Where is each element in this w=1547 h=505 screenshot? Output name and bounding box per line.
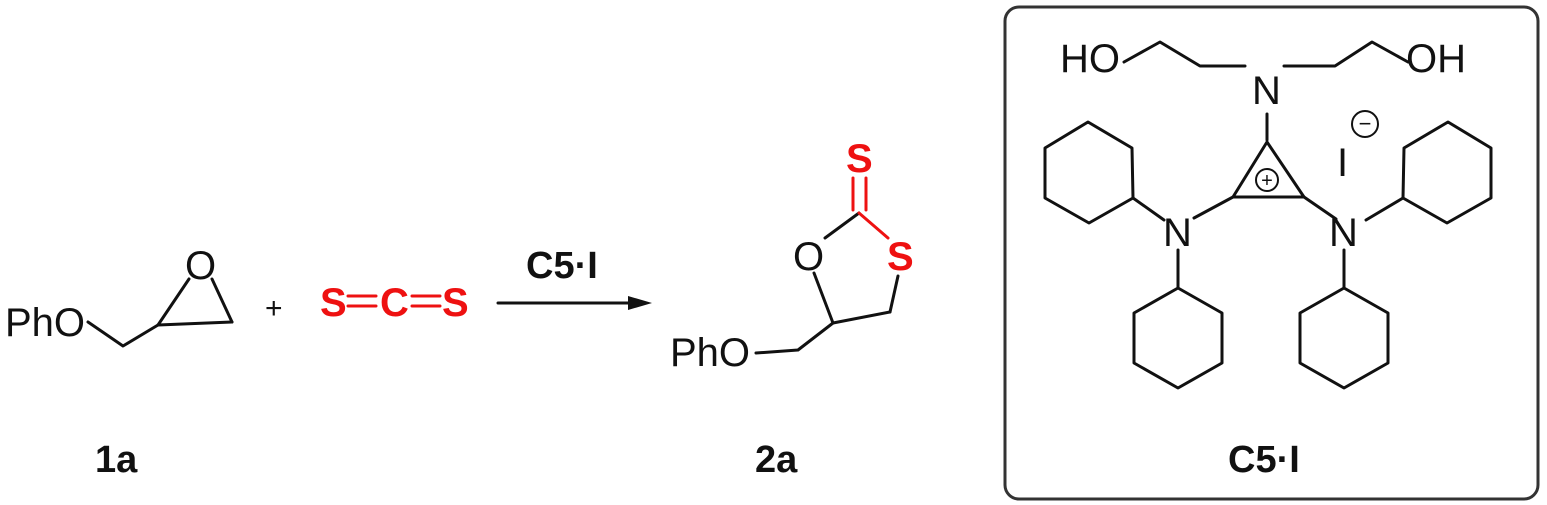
catalyst-ho-text: HO	[1060, 37, 1120, 81]
cs2-sulfur-left: S	[320, 281, 347, 325]
carbon-disulfide: S C S	[320, 281, 469, 325]
minus-charge-text: −	[1359, 111, 1372, 136]
reactant-1a: PhO O 1a	[5, 244, 234, 481]
catalyst-n-top: N	[1252, 69, 1281, 113]
product-c5-c4-bond	[831, 310, 892, 325]
product-thione-sulfur: S	[846, 137, 873, 181]
product-ring-oxygen: O	[793, 235, 824, 279]
cyclohexyl-ring-1	[1043, 120, 1135, 225]
catalyst-n-right: N	[1329, 211, 1358, 255]
epoxide-cc-bond	[156, 320, 234, 327]
cyclohexyl-ring-3	[1401, 120, 1493, 225]
cyclopropenium-ring	[1231, 140, 1306, 199]
plus-sign: +	[265, 292, 283, 325]
reactant-1a-pho-text: PhO	[5, 301, 85, 345]
epoxide-co-bond-right	[210, 277, 234, 324]
reactant-1a-chain-bond	[86, 320, 160, 348]
n-left-to-cy1-bond	[1131, 196, 1166, 222]
arrow-catalyst-label: C5·I	[526, 245, 598, 287]
product-side-chain-bond	[754, 321, 835, 355]
cyclohexyl-ring-2	[1132, 286, 1224, 390]
catalyst-box-frame	[1003, 5, 1540, 501]
catalyst-n-left: N	[1163, 211, 1192, 255]
epoxide-oxygen-text: O	[185, 244, 216, 288]
cs2-sulfur-right: S	[442, 281, 469, 325]
ring-to-n-left-bond	[1192, 195, 1235, 220]
product-c2-s-bond	[857, 211, 890, 240]
product-c2-o-bond	[823, 211, 861, 240]
n-right-to-cy3-bond	[1364, 196, 1405, 222]
epoxide-co-bond-left	[156, 277, 191, 327]
iodide-text: I	[1337, 141, 1348, 185]
product-o-c5-bond	[812, 271, 835, 325]
catalyst-oh-text: OH	[1406, 37, 1466, 81]
plus-charge-circle	[1255, 168, 1279, 192]
minus-charge-circle	[1351, 110, 1379, 138]
product-pho-text: PhO	[670, 331, 750, 375]
label-1a: 1a	[95, 439, 138, 481]
label-2a: 2a	[755, 439, 798, 481]
ring-to-n-right-bond	[1302, 195, 1338, 221]
reaction-arrow: C5·I	[496, 245, 652, 310]
arrow-head	[628, 296, 652, 310]
plus-charge-text: +	[1261, 170, 1273, 192]
cs2-carbon: C	[380, 281, 409, 325]
product-c4-s-bond	[888, 274, 900, 314]
catalyst-box: HO N OH + I − N N C5·I	[1003, 5, 1540, 501]
catalyst-right-arm-bond	[1282, 40, 1410, 68]
catalyst-left-arm-bond	[1122, 40, 1247, 68]
cyclohexyl-ring-4	[1298, 286, 1390, 390]
product-ring-sulfur: S	[887, 235, 914, 279]
label-c5i: C5·I	[1228, 439, 1300, 481]
product-2a: S O S PhO 2a	[670, 137, 914, 481]
